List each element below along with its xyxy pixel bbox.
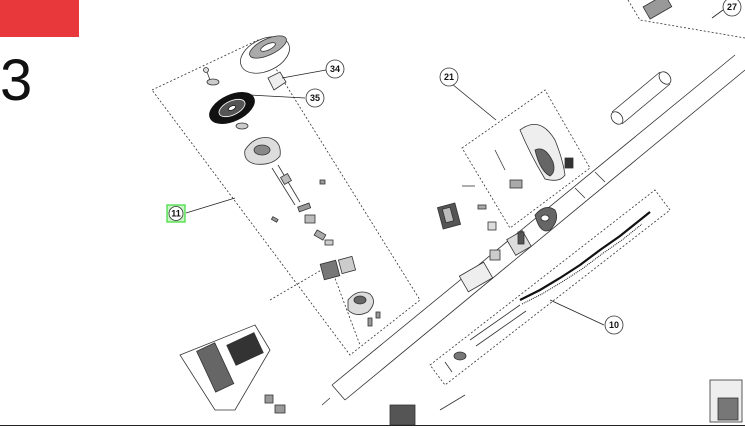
assembly-21-small-parts xyxy=(462,149,523,231)
motor-block xyxy=(319,255,357,281)
leader-27 xyxy=(711,9,724,19)
callout-21[interactable]: 21 xyxy=(439,67,459,87)
blade-base-parts xyxy=(444,351,467,373)
screw-top xyxy=(203,67,211,81)
switch-block xyxy=(436,202,462,230)
callout-35[interactable]: 35 xyxy=(305,88,325,108)
washer xyxy=(206,78,220,86)
lower-bracket xyxy=(347,291,381,327)
callout-10-label: 10 xyxy=(609,320,619,330)
connector-parts xyxy=(458,230,532,293)
callout-35-label: 35 xyxy=(310,93,320,103)
leader-34 xyxy=(281,69,327,79)
battery-housing xyxy=(179,324,271,411)
callout-27-label: 27 xyxy=(727,2,737,12)
gear-housing xyxy=(244,137,281,165)
lower-parts xyxy=(264,394,466,426)
callout-11[interactable]: 11 xyxy=(166,204,186,223)
bottom-rule xyxy=(0,425,745,426)
top-cover-disc xyxy=(240,35,290,74)
page-tab-marker xyxy=(0,0,79,37)
hedge-blade-10 xyxy=(469,211,651,347)
assembly-11-small-parts xyxy=(270,179,334,246)
assembly-11-boundary xyxy=(151,39,421,356)
callout-34-label: 34 xyxy=(330,64,340,74)
callout-10[interactable]: 10 xyxy=(604,315,624,335)
part-34-block xyxy=(267,71,287,91)
page-number: 3 xyxy=(0,48,33,113)
assembly-11-inner-boundary xyxy=(269,264,361,346)
corner-part-right xyxy=(709,379,743,423)
gear-35 xyxy=(209,92,255,124)
upper-shaft-segment xyxy=(610,71,672,125)
leader-10 xyxy=(549,299,605,326)
leader-11 xyxy=(185,197,236,214)
callout-11-label: 11 xyxy=(171,209,181,219)
nut xyxy=(235,122,249,130)
part-near-27 xyxy=(642,0,673,20)
main-shaft-tube xyxy=(331,54,745,401)
leader-21 xyxy=(451,83,497,121)
callout-34[interactable]: 34 xyxy=(325,59,345,79)
callout-21-label: 21 xyxy=(444,72,454,82)
callout-27[interactable]: 27 xyxy=(722,0,742,17)
leader-35 xyxy=(249,94,306,99)
handle-assembly-21 xyxy=(519,123,574,181)
drive-shaft xyxy=(271,164,301,206)
trigger-clip xyxy=(534,207,558,232)
